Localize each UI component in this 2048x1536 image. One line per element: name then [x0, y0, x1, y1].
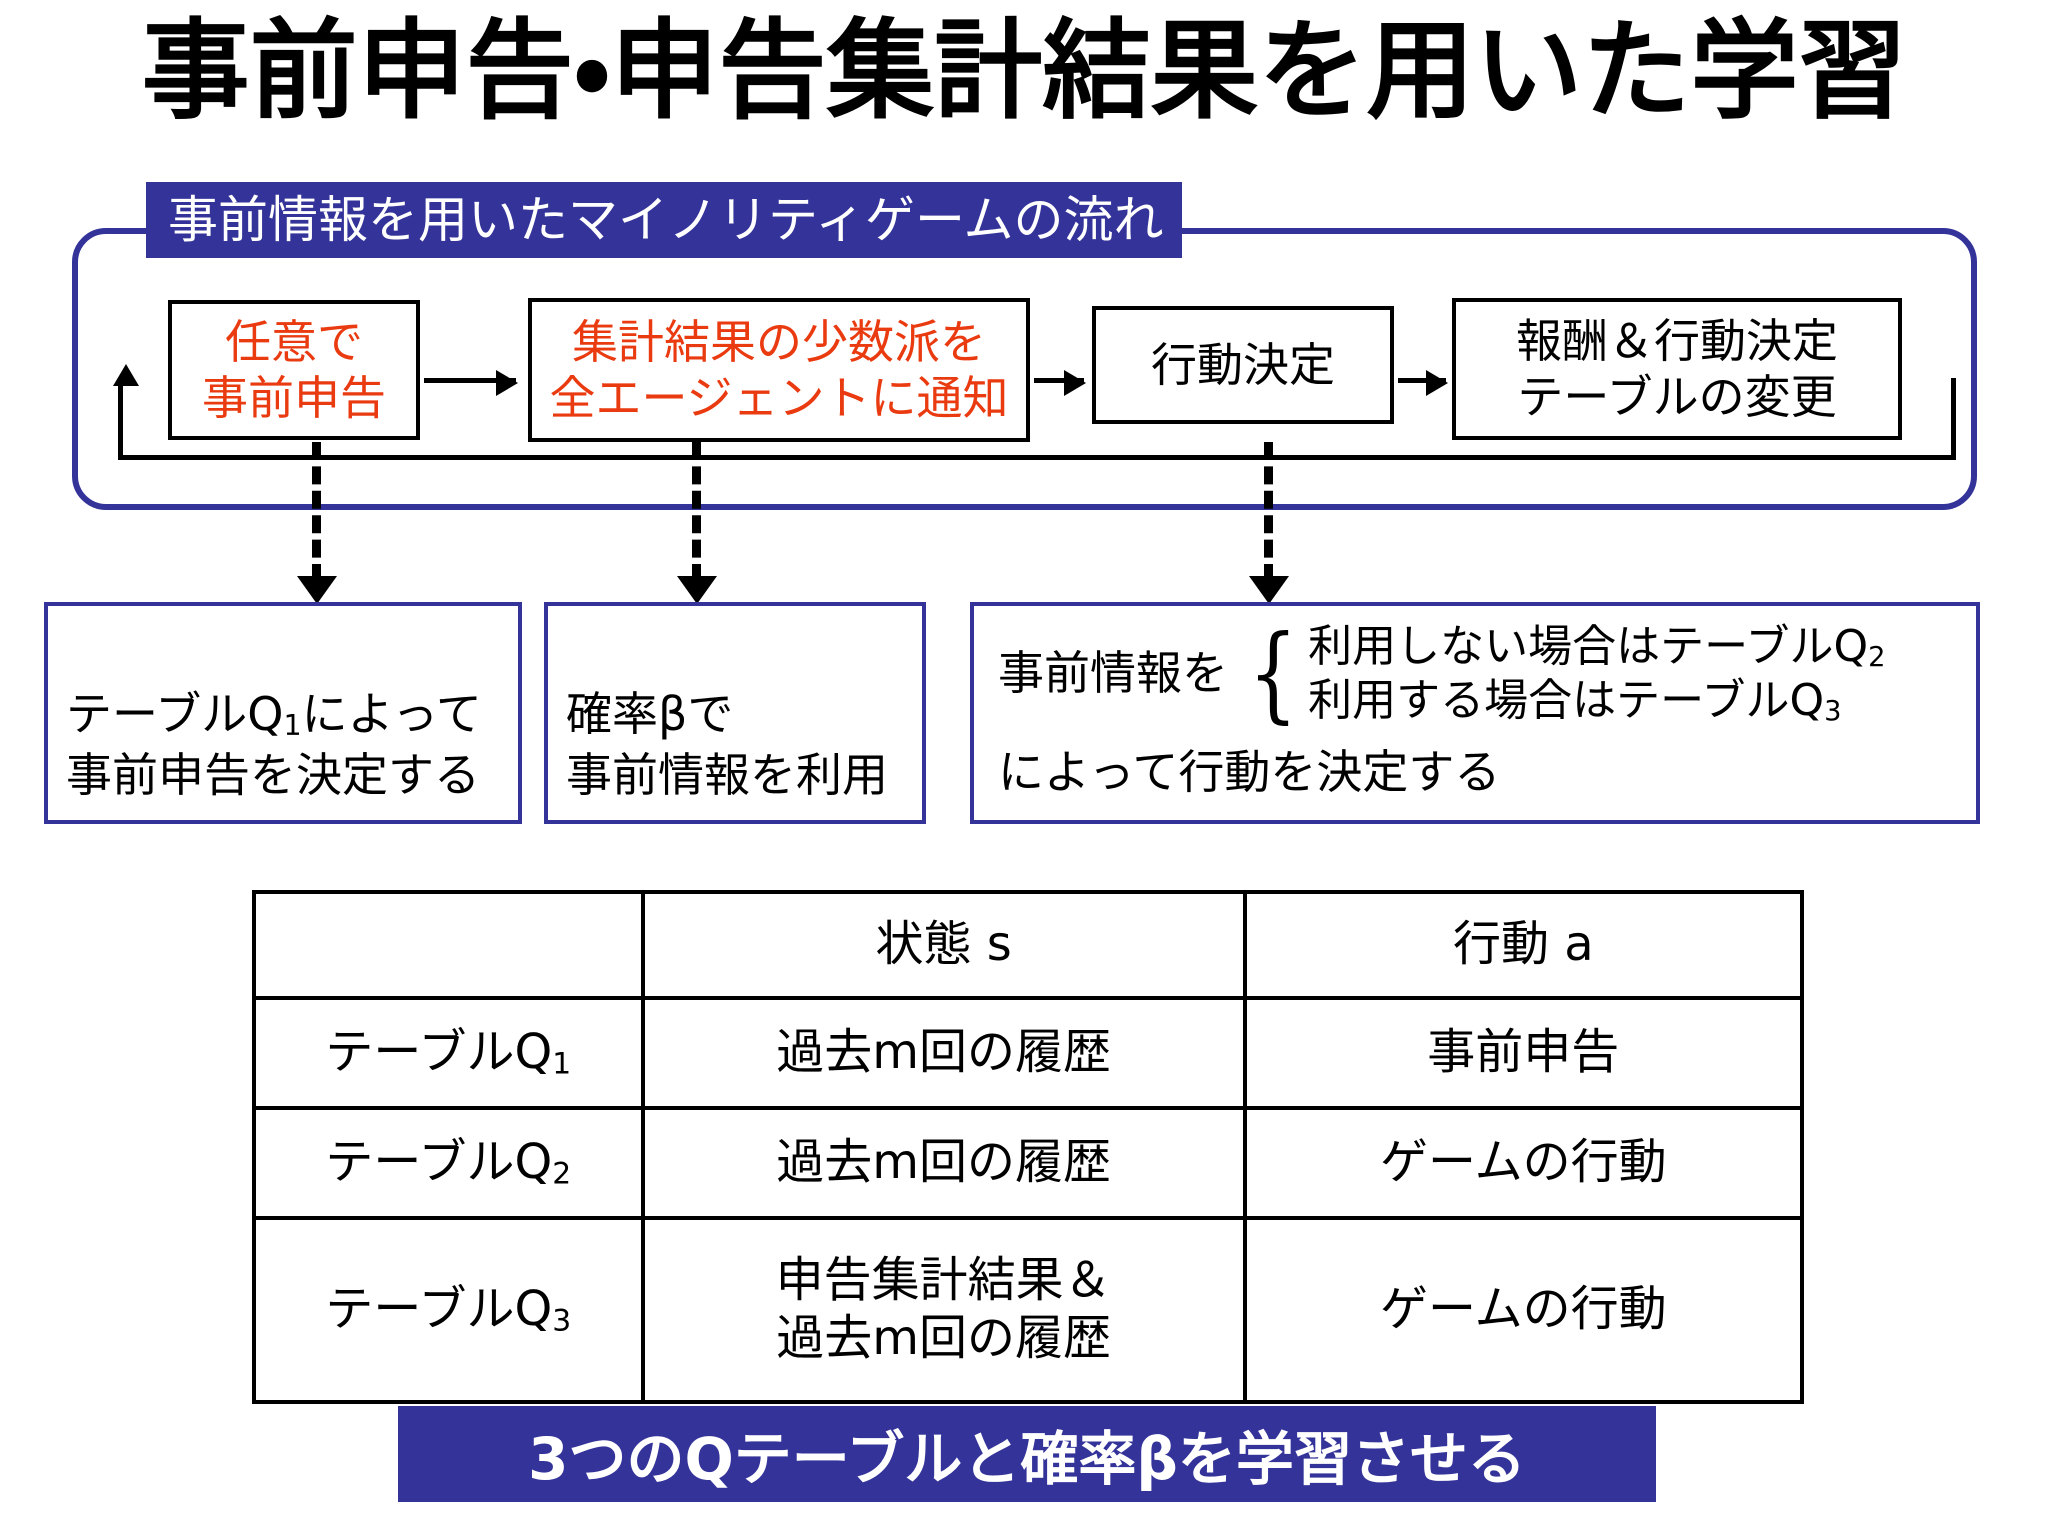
feedback-loop-arrowhead-icon — [113, 364, 139, 386]
table-row: テーブルQ1 過去m回の履歴 事前申告 — [252, 996, 1805, 1110]
prior-cases-list: 利用しない場合はテーブルQ2 利用する場合はテーブルQ3 — [1308, 620, 1885, 728]
dashed-arrowhead-3-icon — [1249, 576, 1289, 604]
dashed-arrowhead-2-icon — [677, 576, 717, 604]
table-row: テーブルQ2 過去m回の履歴 ゲームの行動 — [252, 1106, 1805, 1220]
flow-arrow-1-icon — [424, 370, 518, 396]
note-box-probability-beta: 確率βで事前情報を利用 — [544, 602, 926, 824]
table-cell-label-q2: テーブルQ2 — [252, 1106, 645, 1220]
note-q1-text: テーブルQ1によって事前申告を決定する — [66, 686, 482, 803]
table-cell-action-q2: ゲームの行動 — [1242, 1106, 1805, 1220]
table-cell-action-q3: ゲームの行動 — [1242, 1216, 1805, 1404]
flow-banner-label: 事前情報を用いたマイノリティゲームの流れ — [146, 182, 1182, 258]
dashed-arrowhead-1-icon — [297, 576, 337, 604]
table-header-state: 状態 s — [640, 890, 1247, 1000]
dashed-connector-3 — [1264, 442, 1273, 582]
flow-box-reward-table-update: 報酬＆行動決定テーブルの変更 — [1452, 298, 1902, 440]
table-header-action: 行動 a — [1242, 890, 1805, 1000]
table-header-corner — [252, 890, 645, 1000]
note-box-prior-information-usage: 事前情報を { 利用しない場合はテーブルQ2 利用する場合はテーブルQ3 によっ… — [970, 602, 1980, 824]
prior-lead-text: 事前情報を — [998, 646, 1228, 701]
prior-tail-text: によって行動を決定する — [998, 745, 1501, 800]
prior-cases-row: 事前情報を { 利用しない場合はテーブルQ2 利用する場合はテーブルQ3 — [998, 620, 1964, 728]
note-box-table-q1: テーブルQ1によって事前申告を決定する — [44, 602, 522, 824]
feedback-loop-right-segment — [1951, 378, 1956, 458]
table-header-row: 状態 s 行動 a — [252, 890, 1805, 1000]
dashed-connector-2 — [692, 442, 701, 582]
flow-box-notify-minority: 集計結果の少数派を全エージェントに通知 — [528, 298, 1030, 442]
flow-box-action-decision: 行動決定 — [1092, 306, 1394, 424]
table-cell-action-q1: 事前申告 — [1242, 996, 1805, 1110]
flow-box-prior-declaration: 任意で事前申告 — [168, 300, 420, 440]
note-beta-text: 確率βで事前情報を利用 — [566, 686, 888, 803]
table-cell-label-q1: テーブルQ1 — [252, 996, 645, 1110]
brace-icon: { — [1248, 612, 1298, 735]
q-table: 状態 s 行動 a テーブルQ1 過去m回の履歴 事前申告 テーブルQ2 過去m… — [252, 890, 1805, 1404]
table-row: テーブルQ3 申告集計結果＆過去m回の履歴 ゲームの行動 — [252, 1216, 1805, 1404]
flow-arrow-3-icon — [1398, 370, 1448, 396]
flow-arrow-2-icon — [1034, 370, 1086, 396]
feedback-loop-bottom-segment — [118, 455, 1956, 460]
page-title: 事前申告・申告集計結果を用いた学習 — [141, 9, 1907, 134]
table-cell-state-q3: 申告集計結果＆過去m回の履歴 — [640, 1216, 1247, 1404]
table-cell-state-q2: 過去m回の履歴 — [640, 1106, 1247, 1220]
table-cell-state-q1: 過去m回の履歴 — [640, 996, 1247, 1110]
feedback-loop-left-segment — [118, 378, 123, 458]
table-cell-label-q3: テーブルQ3 — [252, 1216, 645, 1404]
dashed-connector-1 — [312, 442, 321, 582]
summary-banner: 3つのQテーブルと確率βを学習させる — [398, 1406, 1656, 1502]
prior-case-used: 利用する場合はテーブルQ3 — [1308, 675, 1842, 728]
prior-case-not-used: 利用しない場合はテーブルQ2 — [1308, 621, 1886, 673]
